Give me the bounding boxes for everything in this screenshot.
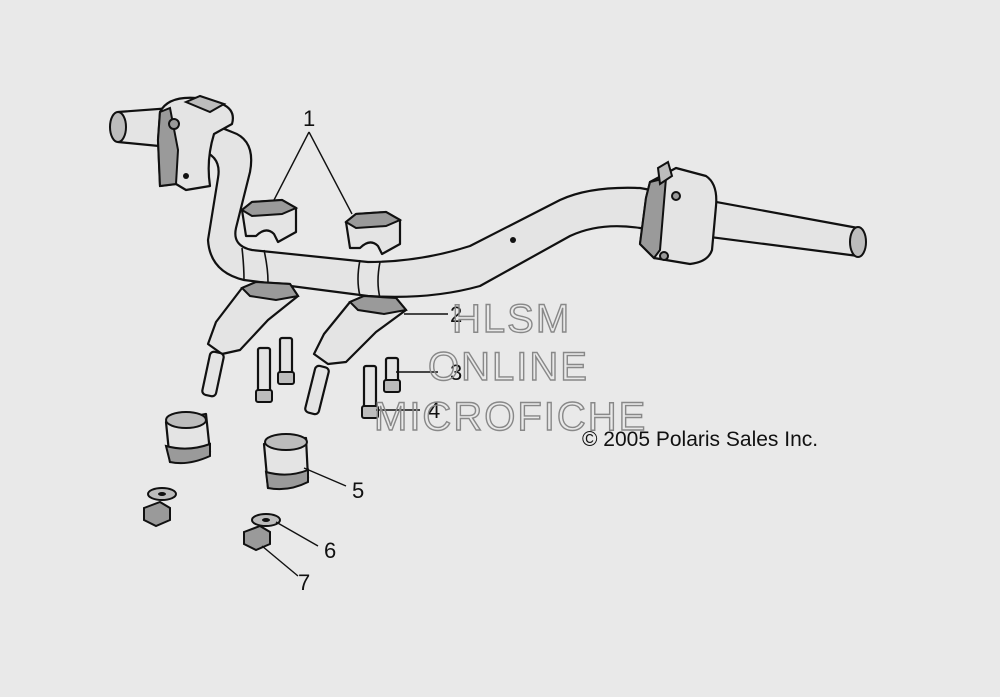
part-5-bushing-left (164, 411, 212, 465)
callout-1: 1 (303, 106, 315, 131)
callout-3: 3 (450, 360, 462, 385)
right-switch-housing (638, 160, 718, 266)
callout-4: 4 (428, 398, 440, 423)
callout-7: 7 (298, 570, 310, 595)
watermark-line-2: ONLINE (428, 345, 589, 389)
left-switch-housing (156, 94, 234, 192)
callout-5: 5 (352, 478, 364, 503)
part-2-riser-left (201, 280, 300, 398)
copyright-notice: © 2005 Polaris Sales Inc. (582, 428, 818, 451)
part-1-upper-clamp-left (240, 198, 299, 244)
callout-2: 2 (450, 302, 462, 327)
part-3-4-bolts (255, 336, 401, 419)
watermark-line-3: MICROFICHE (374, 395, 647, 439)
part-1-upper-clamp-right (344, 210, 403, 256)
handlebar (109, 106, 867, 299)
part-7-nuts (143, 500, 271, 552)
leader-lines (261, 131, 448, 577)
part-5-bushing-right (262, 433, 310, 491)
part-6-washers (147, 487, 281, 527)
watermark-line-1: HLSM (452, 297, 571, 341)
callout-6: 6 (324, 538, 336, 563)
part-2-riser-right (304, 294, 408, 416)
